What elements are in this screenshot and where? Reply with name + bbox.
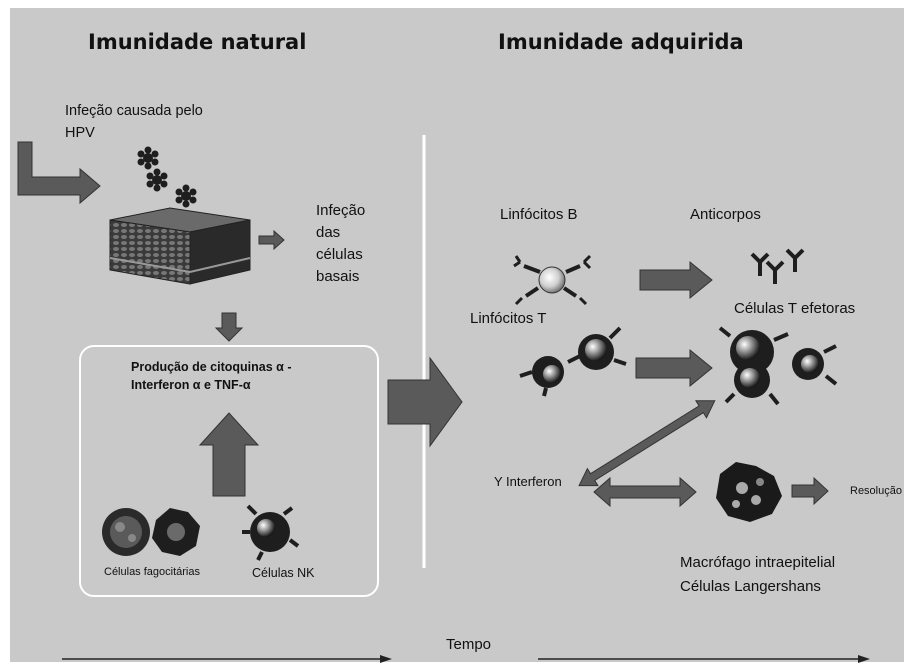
langerhans-label: Células Langershans (680, 578, 821, 595)
antibodies-label: Anticorpos (690, 206, 761, 223)
effector-t-cells-icon (718, 326, 838, 406)
phagocyte-cells-icon (102, 508, 200, 556)
basal-infection-line-2: das (316, 224, 341, 241)
to-resolution-arrow (791, 476, 829, 506)
basal-infection-line-3: células (316, 246, 363, 263)
t-lymphocytes-icon (519, 326, 627, 397)
macrophage-icon (716, 462, 782, 522)
right-title: Imunidade adquirida (498, 30, 744, 54)
effector-t-label: Células T efetoras (734, 300, 856, 317)
b-to-antibody-arrow (639, 260, 713, 300)
to-basal-arrow (258, 229, 285, 251)
b-lymphocyte-icon (513, 254, 592, 306)
t-lymphocytes-label: Linfócitos T (470, 310, 547, 327)
up-arrow (198, 412, 260, 497)
basal-infection-line-4: basais (316, 268, 360, 285)
phagocytes-label: Células fagocitárias (104, 566, 200, 578)
nk-cell-icon (242, 504, 300, 561)
epithelium-icon (109, 207, 251, 285)
t-to-effector-arrow (635, 348, 713, 388)
diagonal-double-arrow (578, 400, 716, 487)
time-arrow-left (62, 655, 392, 663)
down-arrow (214, 312, 244, 342)
innate-box (79, 345, 379, 597)
cytokines-line-1: Produção de citoquinas α - (131, 360, 292, 374)
interferon-double-arrow (593, 476, 697, 508)
big-center-arrow (387, 356, 463, 448)
cytokines-line-2: Interferon α e TNF-α (131, 378, 251, 392)
left-title: Imunidade natural (88, 30, 307, 54)
b-lymphocytes-label: Linfócitos B (500, 206, 578, 223)
resolution-label: Resolução (850, 485, 902, 497)
interferon-label: Y Interferon (494, 474, 562, 489)
hpv-infection-label: Infeção causada pelo HPV (65, 103, 203, 141)
basal-infection-line-1: Infeção (316, 202, 366, 219)
nk-cells-label: Células NK (252, 566, 315, 580)
hpv-virus-icon (137, 146, 197, 208)
antibodies-icon (750, 248, 805, 284)
macrophage-label: Macrófago intraepitelial (680, 554, 836, 571)
time-arrow-right (538, 655, 870, 663)
entry-arrow (17, 141, 101, 205)
time-label: Tempo (446, 636, 492, 653)
